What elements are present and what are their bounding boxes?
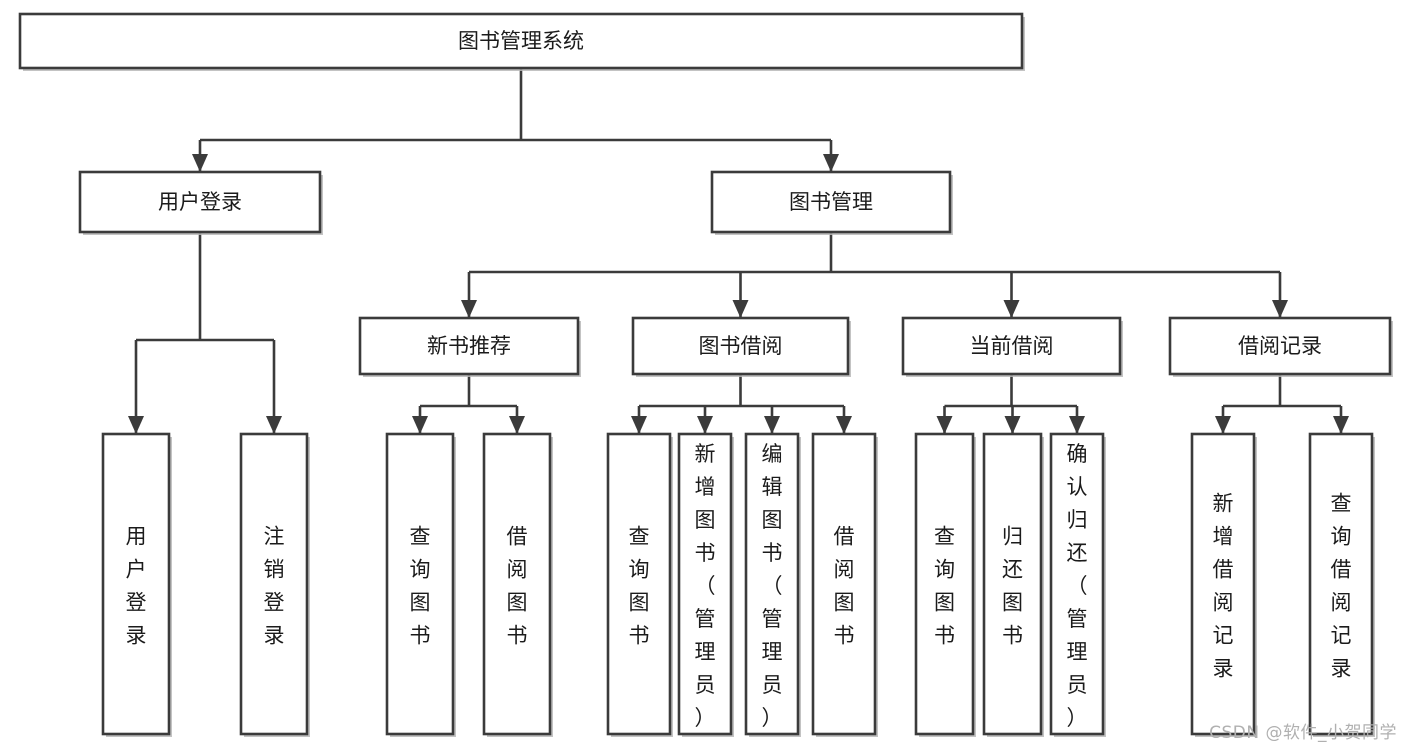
node-label: 查询图书 (410, 525, 431, 648)
node-root[interactable]: 图书管理系统 (18, 12, 1025, 71)
arrow-head-icon (461, 300, 477, 318)
edge-group-borrow-record (1215, 374, 1349, 434)
edge-group-new-book-recommend (412, 374, 525, 434)
node-rect[interactable] (1308, 432, 1374, 736)
node-rect[interactable] (982, 432, 1043, 736)
csdn-watermark: CSDN @软件_小贺同学 (1209, 723, 1397, 743)
node-borrow-record[interactable]: 借阅记录 (1168, 316, 1393, 377)
node-leaf-add-book[interactable]: 新增图书（管理员） (677, 432, 734, 737)
node-label: 新增借阅记录 (1213, 492, 1234, 681)
node-rect[interactable] (482, 432, 552, 736)
node-current-borrow[interactable]: 当前借阅 (901, 316, 1123, 377)
node-book-borrow[interactable]: 图书借阅 (631, 316, 851, 377)
node-label: 借阅图书 (834, 525, 855, 648)
arrow-head-icon (1272, 300, 1288, 318)
node-label: 编辑图书（管理员） (762, 442, 783, 730)
node-label: 图书借阅 (699, 334, 783, 358)
arrow-head-icon (823, 154, 839, 172)
node-rect[interactable] (914, 432, 975, 736)
arrow-head-icon (1215, 416, 1231, 434)
node-user-login[interactable]: 用户登录 (78, 170, 323, 235)
node-rect[interactable] (239, 432, 309, 736)
node-rect[interactable] (358, 316, 580, 376)
node-leaf-query-book-borrow[interactable]: 查询图书 (606, 432, 673, 737)
node-rect[interactable] (631, 316, 850, 376)
node-label: 查询图书 (629, 525, 650, 648)
node-leaf-add-borrow-record[interactable]: 新增借阅记录 (1190, 432, 1257, 737)
node-label: 查询借阅记录 (1331, 492, 1352, 681)
node-leaf-user-login[interactable]: 用户登录 (101, 432, 172, 737)
arrow-head-icon (128, 416, 144, 434)
arrow-head-icon (1333, 416, 1349, 434)
node-leaf-query-book-current[interactable]: 查询图书 (914, 432, 976, 737)
arrow-head-icon (1004, 416, 1021, 434)
node-rect[interactable] (385, 432, 455, 736)
node-rect[interactable] (1190, 432, 1256, 736)
arrow-head-icon (732, 300, 749, 318)
node-rect[interactable] (1049, 432, 1105, 736)
edge-group-current-borrow (936, 374, 1085, 434)
node-label: 图书管理 (789, 190, 873, 214)
edge-group-root (192, 68, 839, 172)
arrow-head-icon (631, 416, 647, 434)
node-rect[interactable] (78, 170, 322, 234)
edge-group-book-manage (461, 232, 1288, 318)
node-leaf-borrow-book-recommend[interactable]: 借阅图书 (482, 432, 553, 737)
node-label: 当前借阅 (970, 334, 1054, 358)
node-rect[interactable] (101, 432, 171, 736)
arrow-head-icon (412, 416, 428, 434)
arrow-head-icon (1069, 416, 1085, 434)
edges-layer (128, 68, 1349, 434)
arrow-head-icon (764, 416, 780, 434)
node-book-manage[interactable]: 图书管理 (710, 170, 953, 235)
node-leaf-logout[interactable]: 注销登录 (239, 432, 310, 737)
node-rect[interactable] (18, 12, 1024, 70)
node-label: 借阅图书 (507, 525, 528, 648)
node-rect[interactable] (901, 316, 1122, 376)
arrow-head-icon (192, 154, 208, 172)
node-rect[interactable] (677, 432, 733, 736)
node-label: 借阅记录 (1238, 334, 1322, 358)
arrow-head-icon (697, 416, 713, 434)
node-leaf-confirm-return[interactable]: 确认归还（管理员） (1049, 432, 1106, 737)
node-leaf-query-book-recommend[interactable]: 查询图书 (385, 432, 456, 737)
node-label: 查询图书 (934, 525, 955, 648)
node-label: 用户登录 (126, 525, 147, 648)
node-leaf-return-book[interactable]: 归还图书 (982, 432, 1044, 737)
node-label: 确认归还（管理员） (1067, 442, 1088, 730)
arrow-head-icon (266, 416, 282, 434)
node-label: 注销登录 (264, 525, 285, 648)
arrow-head-icon (836, 416, 852, 434)
edge-group-user-login (128, 232, 282, 434)
node-rect[interactable] (1168, 316, 1392, 376)
arrow-head-icon (1003, 300, 1020, 318)
node-label: 新书推荐 (427, 334, 511, 358)
arrow-head-icon (936, 416, 953, 434)
nodes-layer: 图书管理系统用户登录图书管理新书推荐图书借阅当前借阅借阅记录用户登录注销登录查询… (18, 12, 1393, 737)
node-rect[interactable] (744, 432, 800, 736)
arrow-head-icon (509, 416, 525, 434)
node-label: 归还图书 (1002, 525, 1023, 648)
node-rect[interactable] (811, 432, 877, 736)
node-new-book-recommend[interactable]: 新书推荐 (358, 316, 581, 377)
node-rect[interactable] (606, 432, 672, 736)
node-label: 用户登录 (158, 190, 242, 214)
node-rect[interactable] (710, 170, 952, 234)
node-leaf-query-borrow-record[interactable]: 查询借阅记录 (1308, 432, 1375, 737)
node-leaf-borrow-book[interactable]: 借阅图书 (811, 432, 878, 737)
node-label: 新增图书（管理员） (695, 442, 716, 730)
node-leaf-edit-book[interactable]: 编辑图书（管理员） (744, 432, 801, 737)
edge-group-book-borrow (631, 374, 852, 434)
node-label: 图书管理系统 (458, 29, 584, 53)
